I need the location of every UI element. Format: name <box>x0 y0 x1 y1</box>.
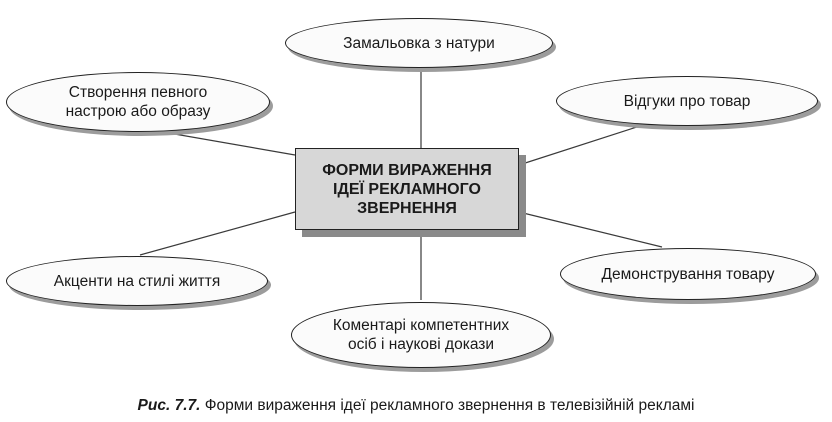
caption-number: Рис. 7.7. <box>137 397 201 414</box>
figure-caption: Рис. 7.7. Форми вираження ідеї рекламног… <box>0 397 832 415</box>
center-title: ФОРМИ ВИРАЖЕННЯ ІДЕЇ РЕКЛАМНОГО ЗВЕРНЕНН… <box>322 161 491 218</box>
node-bottom-left: Акценти на стилі життя <box>6 256 268 306</box>
node-bottom-right-text: Демонстрування товару <box>601 265 775 283</box>
connector-bottom-right <box>518 211 663 248</box>
center-line3: ЗВЕРНЕННЯ <box>357 199 457 217</box>
node-bottom-line2: осіб і наукові докази <box>347 336 495 353</box>
node-top-left-line2: настрою або образу <box>65 103 211 120</box>
node-bottom-left-text: Акценти на стилі життя <box>53 272 221 290</box>
center-line1: ФОРМИ ВИРАЖЕННЯ <box>322 161 492 179</box>
connector-top-left <box>139 127 296 156</box>
caption-text: Форми вираження ідеї рекламного зверненн… <box>204 397 695 414</box>
connector-top-right <box>518 125 641 166</box>
node-top-text: Замальовка з натури <box>343 34 495 52</box>
node-top-right-text: Відгуки про товар <box>623 92 751 110</box>
center-line2: ІДЕЇ РЕКЛАМНОГО <box>333 180 481 198</box>
connector-bottom-left <box>139 211 296 256</box>
node-top: Замальовка з натури <box>285 18 553 68</box>
node-bottom: Коментарі компетентних осіб і наукові до… <box>291 302 551 368</box>
node-bottom-text: Коментарі компетентних осіб і наукові до… <box>333 316 509 354</box>
node-top-right: Відгуки про товар <box>556 76 818 126</box>
node-top-left: Створення певного настрою або образу <box>6 72 270 132</box>
node-bottom-line1: Коментарі компетентних <box>332 317 510 334</box>
node-top-left-line1: Створення певного <box>68 84 208 101</box>
node-bottom-right: Демонстрування товару <box>560 248 816 300</box>
node-top-left-text: Створення певного настрою або образу <box>66 83 211 121</box>
center-box: ФОРМИ ВИРАЖЕННЯ ІДЕЇ РЕКЛАМНОГО ЗВЕРНЕНН… <box>295 148 519 230</box>
